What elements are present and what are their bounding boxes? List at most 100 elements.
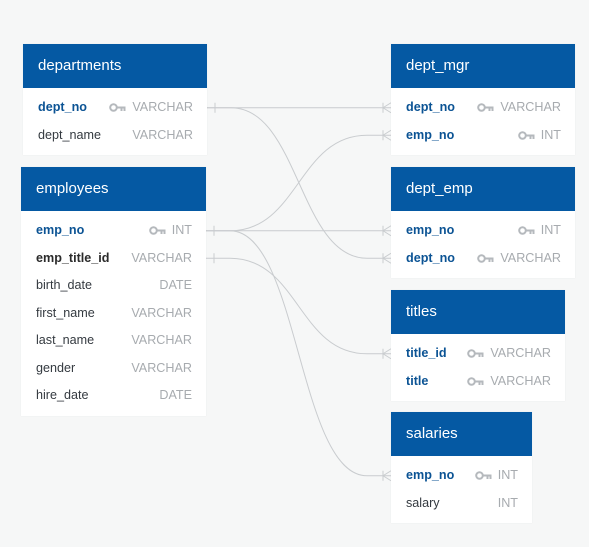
column-meta: VARCHAR bbox=[131, 355, 192, 383]
column-meta: VARCHAR bbox=[131, 300, 192, 328]
column-meta: VARCHAR bbox=[132, 122, 193, 150]
column-list: dept_no VARCHAR emp_no INT bbox=[391, 88, 575, 155]
column-name: last_name bbox=[36, 333, 95, 347]
column-name: emp_no bbox=[406, 223, 455, 237]
table-dept-mgr[interactable]: dept_mgr dept_no VARCHAR emp_no INT bbox=[391, 44, 575, 155]
column-meta: INT bbox=[517, 122, 561, 150]
column-row[interactable]: title VARCHAR bbox=[391, 368, 565, 396]
key-icon bbox=[467, 376, 484, 386]
column-type: VARCHAR bbox=[490, 373, 551, 388]
column-row[interactable]: emp_no INT bbox=[391, 122, 575, 150]
key-icon bbox=[148, 226, 166, 236]
column-type: INT bbox=[497, 495, 518, 510]
column-row[interactable]: emp_no INT bbox=[391, 462, 532, 490]
relationship-link bbox=[206, 253, 392, 360]
column-meta: VARCHAR bbox=[467, 368, 551, 396]
column-name: emp_title_id bbox=[36, 250, 110, 265]
column-meta: INT bbox=[517, 217, 561, 245]
column-row[interactable]: emp_no INT bbox=[21, 217, 206, 245]
column-type: INT bbox=[171, 223, 192, 237]
column-type: VARCHAR bbox=[490, 346, 551, 360]
column-row[interactable]: hire_date DATE bbox=[21, 382, 206, 410]
column-name: dept_no bbox=[38, 100, 87, 114]
key-icon bbox=[477, 253, 494, 263]
column-name: emp_no bbox=[406, 127, 455, 142]
column-meta: DATE bbox=[159, 382, 192, 410]
column-list: emp_no INT dept_no VARCHAR bbox=[391, 211, 575, 278]
column-row[interactable]: emp_no INT bbox=[391, 217, 575, 245]
column-meta: VARCHAR bbox=[477, 94, 561, 122]
column-row[interactable]: dept_no VARCHAR bbox=[391, 94, 575, 122]
key-icon bbox=[517, 130, 535, 140]
column-type: VARCHAR bbox=[500, 100, 561, 114]
table-title[interactable]: employees bbox=[21, 167, 206, 211]
relationship-link bbox=[206, 225, 392, 237]
table-title[interactable]: departments bbox=[23, 44, 207, 88]
column-meta: VARCHAR bbox=[131, 245, 192, 273]
column-row[interactable]: title_id VARCHAR bbox=[391, 340, 565, 368]
relationship-link bbox=[207, 102, 392, 114]
relationship-link bbox=[206, 230, 392, 482]
column-type: DATE bbox=[159, 388, 192, 402]
column-name: dept_no bbox=[406, 250, 455, 265]
column-name: hire_date bbox=[36, 388, 89, 402]
column-meta: VARCHAR bbox=[131, 327, 192, 355]
relationship-link bbox=[207, 107, 392, 264]
column-meta: INT bbox=[498, 490, 518, 518]
key-icon bbox=[467, 349, 484, 359]
key-icon bbox=[477, 103, 494, 113]
relationship-link bbox=[206, 129, 392, 236]
column-row[interactable]: last_name VARCHAR bbox=[21, 327, 206, 355]
column-name: emp_no bbox=[36, 223, 85, 237]
column-name: emp_no bbox=[406, 468, 455, 482]
column-type: VARCHAR bbox=[131, 333, 192, 347]
column-type: VARCHAR bbox=[131, 250, 192, 265]
column-type: INT bbox=[540, 223, 561, 237]
column-name: title bbox=[406, 373, 429, 388]
table-title[interactable]: dept_emp bbox=[391, 167, 575, 211]
column-meta: VARCHAR bbox=[477, 245, 561, 273]
key-icon bbox=[474, 471, 492, 481]
column-type: VARCHAR bbox=[500, 250, 561, 265]
column-row[interactable]: dept_no VARCHAR bbox=[23, 94, 207, 122]
column-meta: INT bbox=[474, 462, 518, 490]
table-title[interactable]: titles bbox=[391, 290, 565, 334]
column-row[interactable]: emp_title_id VARCHAR bbox=[21, 245, 206, 273]
column-name: birth_date bbox=[36, 278, 93, 292]
column-type: INT bbox=[540, 127, 561, 142]
column-name: salary bbox=[406, 495, 440, 510]
column-name: dept_no bbox=[406, 100, 455, 114]
column-name: first_name bbox=[36, 305, 95, 320]
key-icon bbox=[109, 103, 126, 113]
column-meta: VARCHAR bbox=[467, 340, 551, 368]
column-type: INT bbox=[497, 468, 518, 482]
column-name: gender bbox=[36, 360, 76, 375]
key-icon bbox=[517, 226, 535, 236]
column-row[interactable]: birth_date DATE bbox=[21, 272, 206, 300]
table-title[interactable]: dept_mgr bbox=[391, 44, 575, 88]
table-dept-emp[interactable]: dept_emp emp_no INT dept_no VARCHAR bbox=[391, 167, 575, 278]
column-row[interactable]: salary INT bbox=[391, 490, 532, 518]
column-type: VARCHAR bbox=[131, 360, 192, 375]
column-row[interactable]: gender VARCHAR bbox=[21, 355, 206, 383]
column-type: DATE bbox=[159, 278, 192, 292]
column-meta: INT bbox=[148, 217, 192, 245]
column-row[interactable]: dept_no VARCHAR bbox=[391, 245, 575, 273]
column-row[interactable]: first_name VARCHAR bbox=[21, 300, 206, 328]
column-type: VARCHAR bbox=[132, 100, 193, 114]
column-name: title_id bbox=[406, 346, 447, 360]
table-title[interactable]: salaries bbox=[391, 412, 532, 456]
column-type: VARCHAR bbox=[131, 305, 192, 320]
column-type: VARCHAR bbox=[132, 127, 193, 142]
column-meta: DATE bbox=[159, 272, 192, 300]
